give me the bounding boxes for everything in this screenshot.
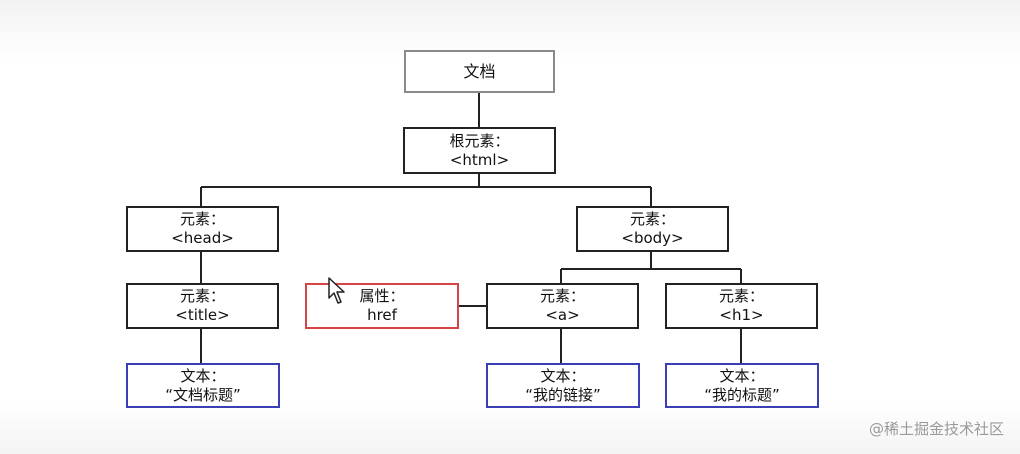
node-root-html-line2: <html>: [449, 150, 510, 169]
node-a: 元素： <a>: [486, 283, 639, 329]
node-root-html: 根元素： <html>: [403, 127, 556, 174]
node-text-link-line2: “我的链接”: [525, 385, 601, 404]
node-text-title-line2: “文档标题”: [165, 385, 241, 404]
node-body-line2: <body>: [621, 229, 684, 247]
node-h1-line2: <h1>: [719, 306, 764, 324]
node-title-line2: <title>: [175, 306, 230, 324]
mouse-pointer-icon: [328, 277, 345, 304]
node-attribute-href: 属性： href: [305, 283, 459, 329]
node-text-h1: 文本： “我的标题”: [665, 363, 819, 408]
node-text-title: 文本： “文档标题”: [126, 363, 280, 408]
node-title: 元素： <title>: [126, 283, 279, 329]
watermark: @稀土掘金技术社区: [868, 420, 1004, 438]
node-text-h1-line1: 文本：: [719, 366, 765, 385]
node-text-link-line1: 文本：: [540, 366, 586, 385]
node-document-label: 文档: [463, 62, 496, 81]
node-a-line1: 元素：: [539, 287, 585, 305]
node-title-line1: 元素：: [179, 287, 225, 305]
node-a-line2: <a>: [545, 306, 580, 324]
node-root-html-line1: 根元素：: [449, 131, 510, 150]
node-head: 元素： <head>: [126, 206, 279, 252]
node-attribute-href-line2: href: [367, 306, 397, 324]
node-body: 元素： <body>: [576, 206, 729, 252]
node-text-title-line1: 文本：: [180, 366, 226, 385]
node-text-link: 文本： “我的链接”: [486, 363, 640, 408]
node-h1: 元素： <h1>: [665, 283, 818, 329]
node-attribute-href-line1: 属性：: [359, 287, 405, 305]
node-head-line2: <head>: [171, 229, 234, 247]
node-document: 文档: [404, 50, 555, 93]
node-h1-line1: 元素：: [718, 287, 764, 305]
node-text-h1-line2: “我的标题”: [704, 385, 780, 404]
node-head-line1: 元素：: [179, 210, 225, 228]
node-body-line1: 元素：: [629, 210, 675, 228]
